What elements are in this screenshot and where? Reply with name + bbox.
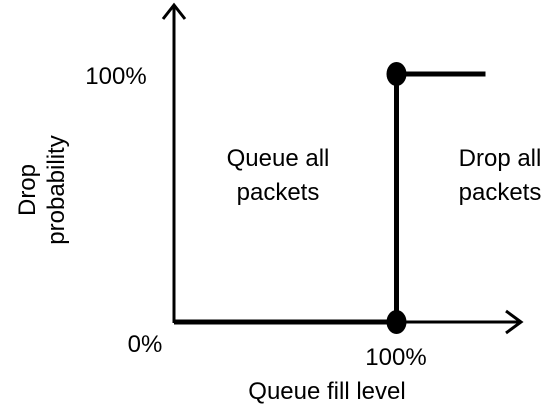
annotation-queue-line-1: Queue all <box>227 145 330 172</box>
data-point-marker-bottom <box>386 310 407 334</box>
x-tick-label-100: 100% <box>365 344 426 371</box>
y-tick-label-0: 0% <box>128 331 163 358</box>
y-axis-arrowhead <box>161 2 187 20</box>
x-axis-arrowhead <box>505 309 524 335</box>
drop-probability-line <box>174 71 486 325</box>
y-axis-label: Drop probability <box>14 135 70 244</box>
y-tick-label-100: 100% <box>85 63 146 90</box>
y-axis-label-line-1: Drop <box>14 164 41 216</box>
annotation-drop-line-2: packets <box>459 179 542 206</box>
annotation-queue-line-2: packets <box>237 179 320 206</box>
y-axis-label-line-2: probability <box>43 135 70 244</box>
data-point-marker-top <box>386 62 407 86</box>
annotation-drop-line-1: Drop all <box>459 145 542 172</box>
x-axis-label: Queue fill level <box>248 378 405 405</box>
